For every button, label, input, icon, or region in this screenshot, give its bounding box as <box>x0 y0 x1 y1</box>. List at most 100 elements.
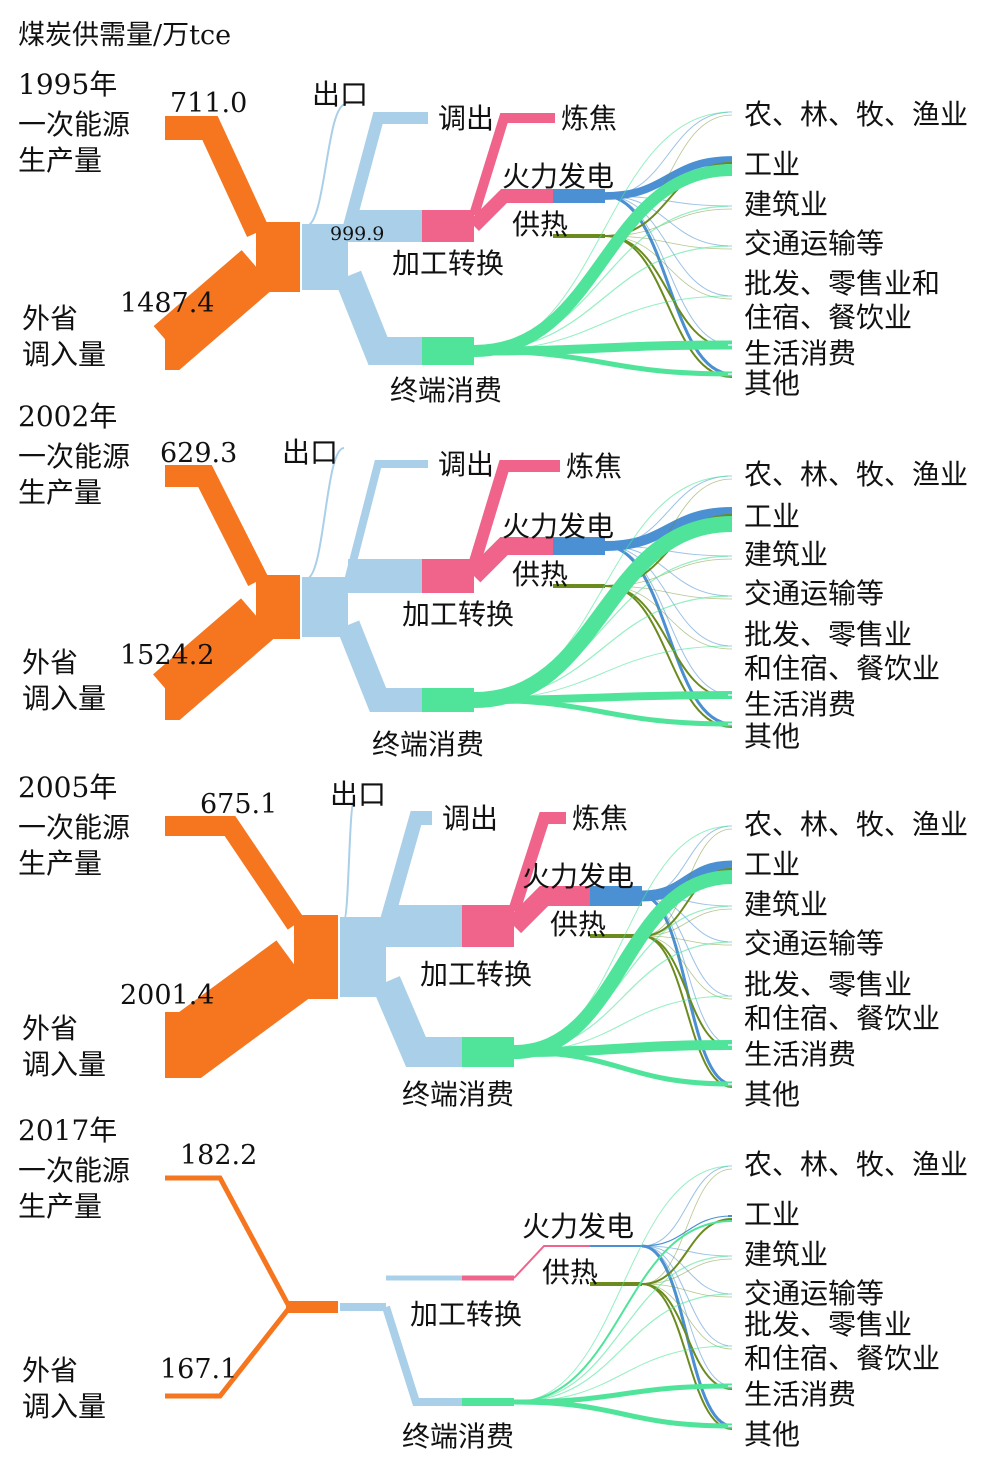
supply-total-node <box>286 1301 338 1313</box>
primary-label-2: 生产量 <box>18 847 102 880</box>
power-flow <box>469 189 553 231</box>
terminal-to-other <box>513 1049 733 1087</box>
coking-flow <box>469 113 555 217</box>
primary-label-1: 一次能源 <box>18 811 130 844</box>
import-value: 2001.4 <box>120 980 214 1011</box>
sector-transport: 交通运输等 <box>744 227 884 260</box>
coking-label: 炼焦 <box>561 102 617 135</box>
heating-node <box>590 934 642 938</box>
import-flow <box>153 250 275 370</box>
conversion-node <box>422 210 474 242</box>
sector-other: 其他 <box>744 1418 800 1451</box>
sector-construction: 建筑业 <box>744 888 828 921</box>
transfer-out-label: 调出 <box>442 802 498 835</box>
sector-industry: 工业 <box>744 500 800 533</box>
thermal-power-node <box>590 886 642 906</box>
conversion-node <box>462 905 514 947</box>
heat-to-household <box>641 1283 733 1390</box>
sector-other: 其他 <box>744 1078 800 1111</box>
distribution-node <box>340 917 386 997</box>
terminal-to-other <box>473 348 733 377</box>
flow-bands <box>153 103 733 1430</box>
sector-bar-other <box>728 723 732 725</box>
sector-bar-industry <box>728 511 732 513</box>
sector-bar-agriculture <box>728 475 732 477</box>
power-to-industry <box>641 1215 733 1247</box>
sector-bar-transport <box>728 941 732 943</box>
heating-label: 供热 <box>512 208 568 241</box>
primary-label-1: 一次能源 <box>18 440 130 473</box>
sector-bar-wholesale <box>728 645 732 647</box>
terminal-label: 终端消费 <box>402 1078 514 1111</box>
import-label-1: 外省 <box>22 1354 78 1387</box>
sector-bar-construction <box>728 905 732 907</box>
coking-label: 炼焦 <box>572 802 628 835</box>
panel-year: 2005年 <box>18 771 117 804</box>
import-value: 167.1 <box>160 1354 237 1385</box>
distribution-node <box>302 577 348 637</box>
import-value: 1487.4 <box>120 288 214 319</box>
thermal-power-label: 火力发电 <box>522 860 634 893</box>
sector-bar-construction <box>728 205 732 207</box>
terminal-to-transport <box>473 595 733 701</box>
terminal-to-other <box>513 1399 733 1429</box>
thermal-power-label: 火力发电 <box>502 510 614 543</box>
heat-to-other <box>641 1283 733 1430</box>
import-label-2: 调入量 <box>22 1048 106 1081</box>
distribution-node <box>302 224 348 290</box>
sector-bar-other <box>728 1425 732 1427</box>
power-flow <box>506 886 590 934</box>
sector-industry: 工业 <box>744 148 800 181</box>
primary-label-2: 生产量 <box>18 144 102 177</box>
distribution-value: 999.9 <box>330 223 384 245</box>
sector-bar-industry <box>728 1215 732 1217</box>
sector-household: 生活消费 <box>744 1038 856 1071</box>
heat-to-construction <box>641 908 733 937</box>
power-to-industry <box>641 860 733 902</box>
sector-agriculture: 农、林、牧、渔业 <box>744 98 968 131</box>
to-terminal-flow <box>382 1305 462 1406</box>
sector-bar-wholesale <box>728 995 732 997</box>
primary-value: 182.2 <box>180 1140 257 1171</box>
terminal-to-industry <box>473 516 733 708</box>
sector-wholesale-1: 批发、零售业和 <box>744 267 940 300</box>
sector-bar-wholesale <box>728 1345 732 1347</box>
primary-label-1: 一次能源 <box>18 1154 130 1187</box>
sector-bar-agriculture <box>728 825 732 827</box>
diagram-labels: 煤炭供需量/万tce 1995年一次能源生产量711.01487.4外省调入量出… <box>18 20 968 1453</box>
sector-industry: 工业 <box>744 1198 800 1231</box>
sector-bar-industry <box>728 865 732 867</box>
export-label: 出口 <box>330 778 386 811</box>
sector-other: 其他 <box>744 367 800 400</box>
panel-year: 1995年 <box>18 68 117 101</box>
panel-year: 2017年 <box>18 1114 117 1147</box>
sector-bar-transport <box>728 245 732 247</box>
import-flow <box>165 940 316 1078</box>
sector-transport: 交通运输等 <box>744 927 884 960</box>
power-to-wholesale <box>641 1245 733 1347</box>
power-to-household <box>604 545 733 696</box>
to-terminal-flow <box>335 270 422 365</box>
transfer-out-flow <box>344 460 428 582</box>
heat-to-agriculture <box>641 1168 733 1285</box>
sector-agriculture: 农、林、牧、渔业 <box>744 458 968 491</box>
transfer-out-label: 调出 <box>438 102 494 135</box>
import-flow <box>153 598 275 720</box>
to-terminal-flow <box>372 976 462 1067</box>
heating-label: 供热 <box>512 558 568 591</box>
terminal-to-transport <box>473 245 733 352</box>
import-label-1: 外省 <box>22 1012 78 1045</box>
sector-agriculture: 农、林、牧、渔业 <box>744 808 968 841</box>
supply-total-node <box>256 575 300 639</box>
primary-production-flow <box>165 816 305 930</box>
terminal-node <box>422 688 474 712</box>
sector-transport: 交通运输等 <box>744 577 884 610</box>
sector-construction: 建筑业 <box>744 538 828 571</box>
terminal-label: 终端消费 <box>402 1420 514 1453</box>
export-flow <box>305 447 345 580</box>
transfer-out-label: 调出 <box>438 448 494 481</box>
power-to-industry <box>604 507 733 551</box>
sector-wholesale-2: 住宿、餐饮业 <box>744 301 912 334</box>
import-label-2: 调入量 <box>22 1390 106 1423</box>
